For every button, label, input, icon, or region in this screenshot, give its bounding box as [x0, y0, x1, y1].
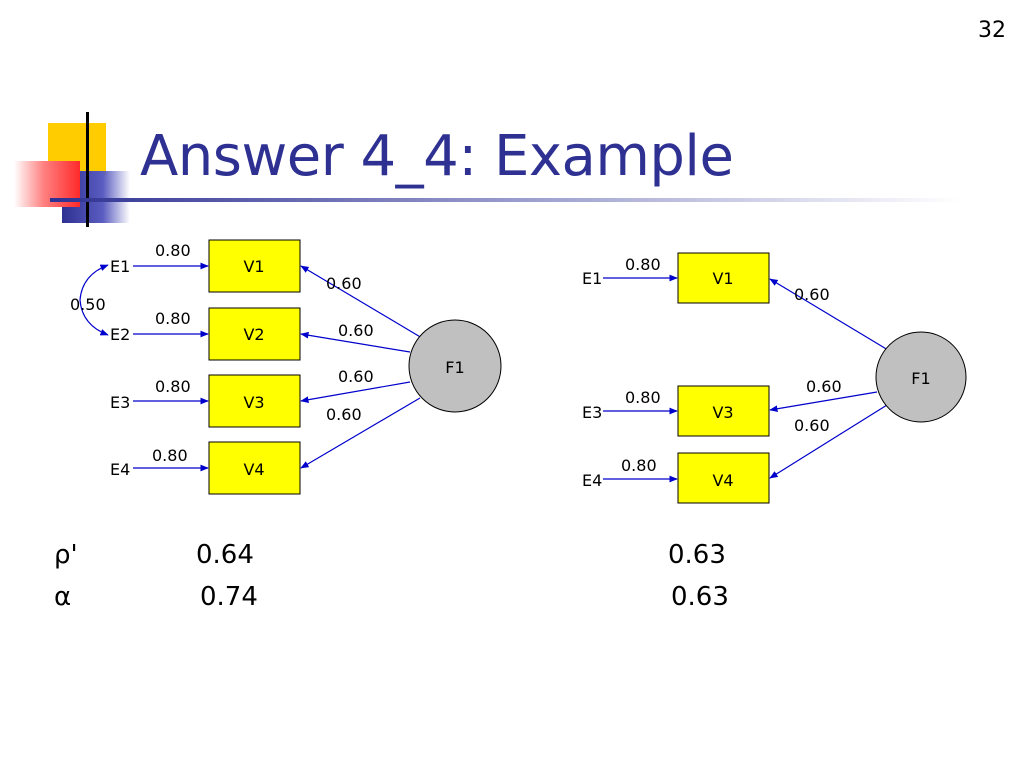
- loading-path-v4: [769, 404, 888, 479]
- indicator-box-v3: [677, 385, 770, 437]
- error-label-e4: E4: [110, 460, 130, 479]
- error-label-e3: E3: [582, 403, 602, 422]
- loading-path-v1: [769, 278, 889, 351]
- loading-label-v1: 0.60: [794, 285, 830, 304]
- indicator-label-v3: V3: [243, 393, 264, 412]
- error-correlation-label: 0.50: [70, 295, 106, 314]
- indicator-v4: E4 0.80 V4 0.60: [110, 397, 421, 495]
- indicator-box-v1: [677, 252, 770, 304]
- error-label-e2: E2: [110, 325, 130, 344]
- alpha-symbol: α: [54, 582, 72, 612]
- error-weight-e1: 0.80: [155, 241, 191, 260]
- error-label-e3: E3: [110, 393, 130, 412]
- alpha-right-value: 0.63: [671, 582, 729, 612]
- indicator-box-v4: [677, 452, 770, 504]
- factor-label-f1: F1: [445, 358, 464, 377]
- indicator-v1: E1 0.80 V1 0.60: [582, 252, 889, 351]
- indicator-label-v3: V3: [712, 403, 733, 422]
- error-weight-e2: 0.80: [155, 309, 191, 328]
- loading-path-v4: [300, 397, 421, 469]
- loading-path-v2: [300, 331, 411, 353]
- page-number: 32: [978, 18, 1006, 43]
- indicator-v3: E3 0.80 V3 0.60: [582, 377, 878, 437]
- loading-path-v3: [769, 391, 878, 413]
- indicator-box-v2: [208, 307, 301, 361]
- loading-label-v4: 0.60: [794, 416, 830, 435]
- indicator-v4: E4 0.80 V4 0.60: [582, 404, 888, 504]
- rho-right-value: 0.63: [668, 540, 726, 570]
- indicator-v3: E3 0.80 V3 0.60: [110, 367, 411, 428]
- indicator-box-v1: [208, 239, 301, 293]
- deco-vertical-line: [86, 112, 89, 227]
- error-weight-e3: 0.80: [625, 388, 661, 407]
- error-correlation-arrow: [79, 264, 109, 336]
- factor-circle-f1: [875, 331, 967, 423]
- factor-label-f1: F1: [911, 369, 930, 388]
- error-label-e1: E1: [110, 257, 130, 276]
- error-weight-e4: 0.80: [152, 446, 188, 465]
- indicator-box-v4: [208, 441, 301, 495]
- loading-label-v4: 0.60: [326, 405, 362, 424]
- title-underline: [50, 198, 960, 202]
- loading-path-v1: [300, 265, 423, 339]
- loading-label-v3: 0.60: [806, 377, 842, 396]
- indicator-v1: E1 0.80 V1 0.60: [110, 239, 423, 339]
- indicator-label-v2: V2: [243, 325, 264, 344]
- slide-title: Answer 4_4: Example: [140, 124, 734, 189]
- indicator-label-v1: V1: [243, 257, 264, 276]
- loading-label-v3: 0.60: [338, 367, 374, 386]
- alpha-left-value: 0.74: [200, 582, 258, 612]
- error-weight-e3: 0.80: [155, 377, 191, 396]
- indicator-label-v4: V4: [712, 471, 733, 490]
- loading-label-v1: 0.60: [326, 274, 362, 293]
- indicator-v2: E2 0.80 V2 0.60: [110, 307, 411, 361]
- indicator-label-v4: V4: [243, 460, 264, 479]
- error-label-e4: E4: [582, 471, 602, 490]
- rho-left-value: 0.64: [196, 540, 254, 570]
- error-weight-e4: 0.80: [621, 456, 657, 475]
- loading-path-v3: [300, 381, 411, 404]
- error-weight-e1: 0.80: [625, 255, 661, 274]
- rho-symbol: ρ': [54, 540, 78, 570]
- loading-label-v2: 0.60: [338, 321, 374, 340]
- error-label-e1: E1: [582, 269, 602, 288]
- indicator-label-v1: V1: [712, 269, 733, 288]
- indicator-box-v3: [208, 374, 301, 428]
- factor-circle-f1: [408, 319, 502, 413]
